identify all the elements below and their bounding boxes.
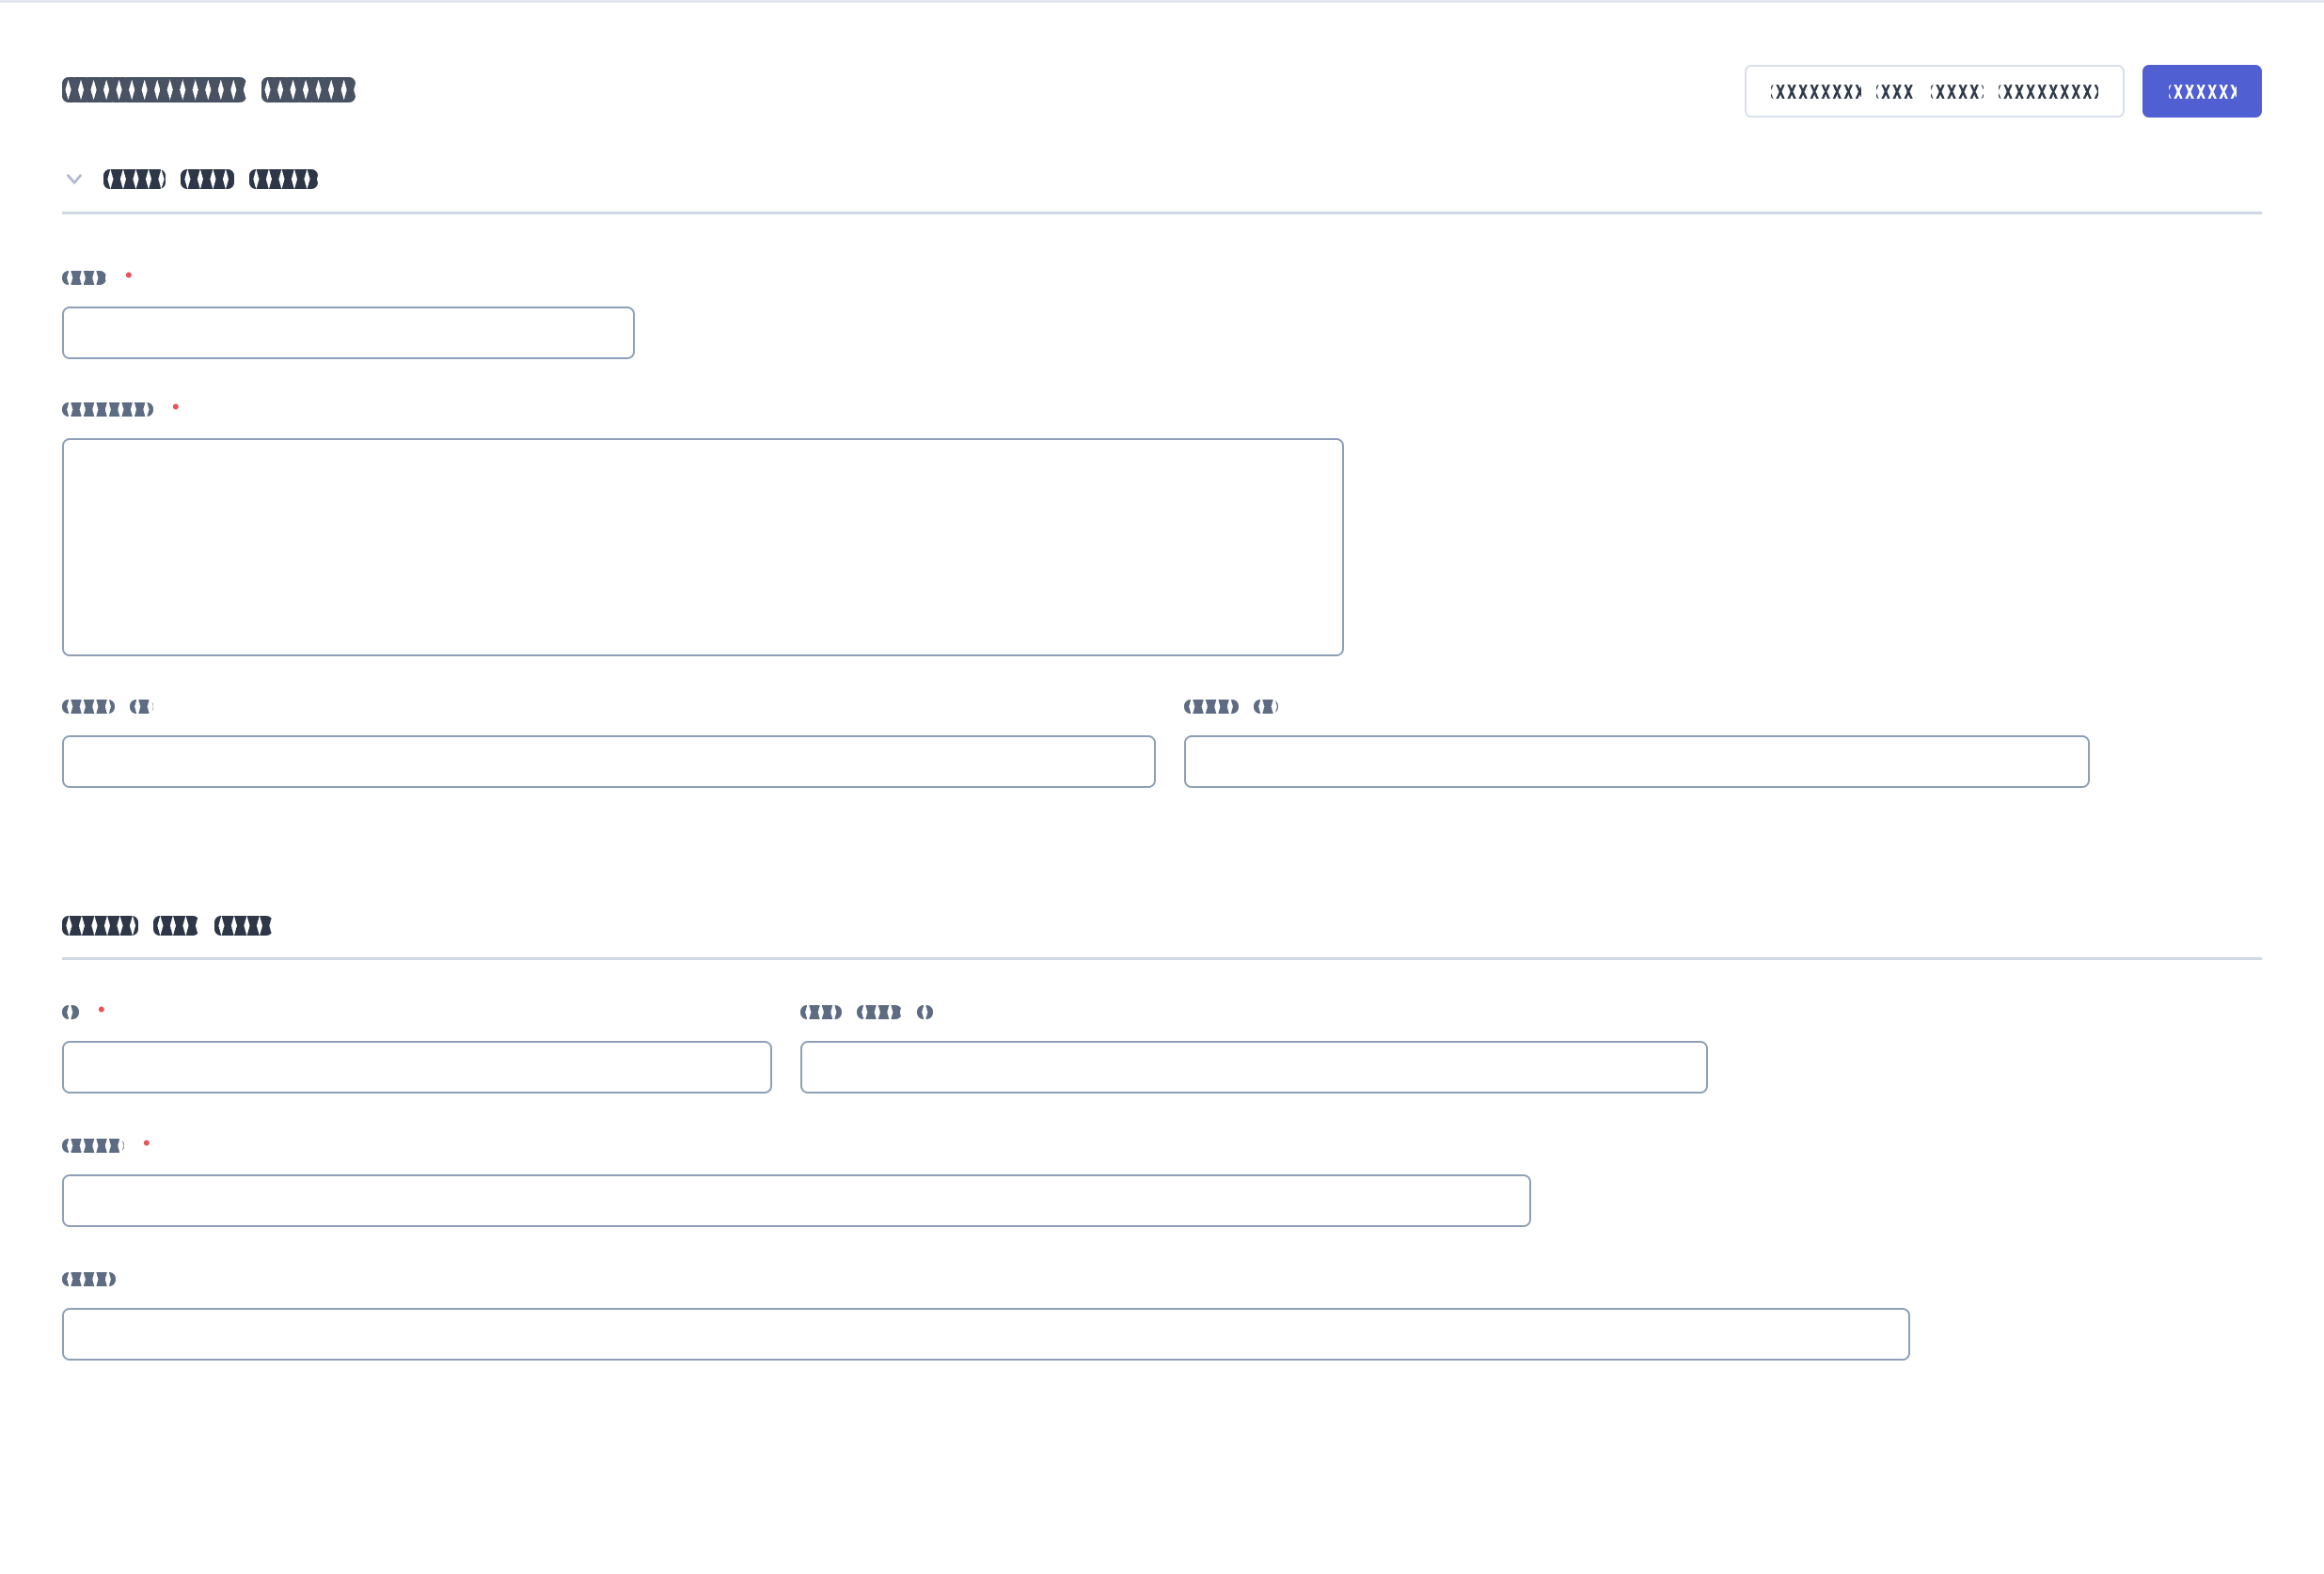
redacted-text — [261, 76, 356, 102]
field-address-label: • — [62, 1131, 1531, 1156]
field-description-input[interactable] — [62, 438, 1344, 656]
redacted-text — [857, 1005, 902, 1019]
redacted-text — [917, 1005, 933, 1019]
section-divider — [62, 212, 2262, 214]
form-row — [62, 1272, 2262, 1361]
header-actions — [1745, 65, 2262, 118]
redacted-text — [1999, 84, 2098, 99]
redacted-text — [1931, 84, 1984, 99]
field-reference-code-label — [800, 1005, 1708, 1022]
redacted-text — [62, 700, 115, 714]
field-name: • — [62, 263, 635, 359]
redacted-text — [62, 1005, 79, 1019]
field-reference-code — [800, 1005, 1708, 1094]
form-page: •••• — [0, 3, 2324, 1361]
field-id: • — [62, 998, 772, 1094]
section-one-title — [103, 167, 318, 190]
required-indicator: • — [172, 395, 180, 418]
page-title — [62, 75, 356, 103]
field-address-input[interactable] — [62, 1174, 1531, 1227]
redacted-text — [214, 915, 273, 936]
field-start-date — [62, 700, 1156, 788]
form-row — [62, 700, 2262, 788]
redacted-text — [1876, 84, 1916, 99]
redacted-text — [1771, 84, 1861, 99]
form-row: • — [62, 1131, 2262, 1227]
field-reference-code-input[interactable] — [800, 1041, 1708, 1094]
redacted-text — [249, 168, 318, 189]
redacted-text — [1254, 700, 1278, 714]
required-indicator: • — [125, 263, 133, 287]
form-row: • — [62, 263, 2262, 359]
redacted-text — [62, 1272, 116, 1286]
redacted-text — [62, 1139, 124, 1153]
redacted-text — [1184, 700, 1239, 714]
required-indicator: • — [98, 998, 105, 1021]
field-id-input[interactable] — [62, 1041, 772, 1094]
field-name-label: • — [62, 263, 635, 288]
section-one-header[interactable] — [62, 166, 2262, 212]
section-divider — [62, 957, 2262, 960]
section-two-header — [62, 914, 2262, 957]
form-row: • — [62, 395, 2262, 656]
section-two-title — [62, 914, 273, 937]
field-start-date-label — [62, 700, 1156, 716]
field-end-date-input[interactable] — [1184, 735, 2090, 788]
field-notes — [62, 1272, 1910, 1361]
redacted-text — [130, 700, 153, 714]
redacted-text — [800, 1005, 842, 1019]
field-address: • — [62, 1131, 1531, 1227]
field-name-input[interactable] — [62, 307, 635, 359]
field-id-label: • — [62, 998, 772, 1022]
field-end-date-label — [1184, 700, 2090, 716]
redacted-text — [2168, 84, 2237, 99]
form-section-section-one: •• — [62, 166, 2262, 788]
required-indicator: • — [143, 1131, 150, 1155]
field-notes-input[interactable] — [62, 1308, 1910, 1361]
chevron-down-icon[interactable] — [62, 166, 87, 191]
redacted-text — [62, 402, 153, 417]
redacted-text — [153, 915, 199, 936]
field-start-date-input[interactable] — [62, 735, 1156, 788]
secondary-action-button[interactable] — [1745, 65, 2125, 118]
form-section-section-two: •• — [62, 914, 2262, 1361]
field-description: • — [62, 395, 1344, 656]
redacted-text — [62, 915, 138, 936]
redacted-text — [103, 168, 166, 189]
form-sections: •••• — [62, 166, 2262, 1361]
redacted-text — [181, 168, 234, 189]
field-notes-label — [62, 1272, 1910, 1289]
redacted-text — [62, 76, 246, 102]
form-row: • — [62, 998, 2262, 1094]
page-header — [62, 3, 2262, 118]
field-description-label: • — [62, 395, 1344, 419]
primary-submit-button[interactable] — [2142, 65, 2262, 118]
field-end-date — [1184, 700, 2090, 788]
redacted-text — [62, 271, 106, 285]
